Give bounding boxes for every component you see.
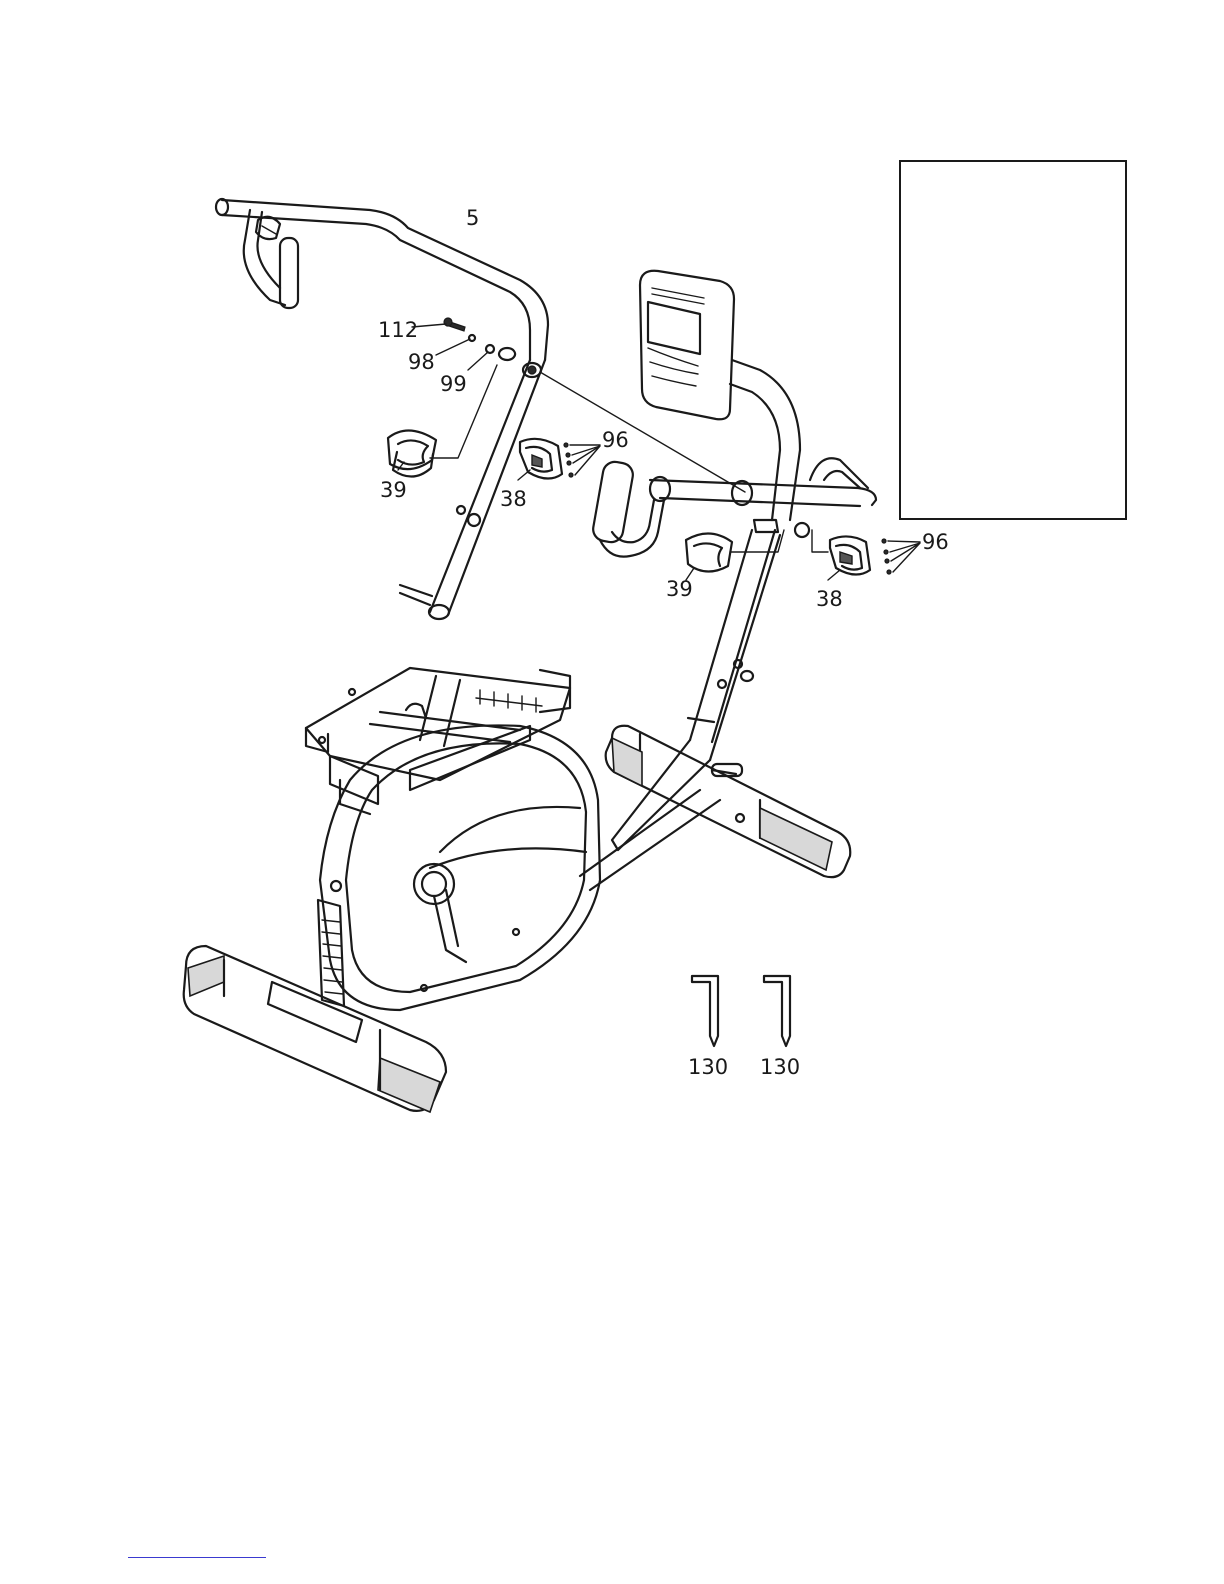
label-washer: 99 — [440, 372, 467, 396]
empty-note-box — [899, 160, 1127, 520]
label-handlebar: 5 — [466, 206, 479, 230]
label-right-cover: 39 — [666, 577, 693, 601]
label-left-bracket: 38 — [500, 487, 527, 511]
label-lock-washer: 98 — [408, 350, 435, 374]
left-bracket-part — [518, 439, 600, 480]
footer-rule — [128, 1557, 266, 1558]
label-bolt: 112 — [378, 318, 418, 342]
label-left-cover: 39 — [380, 478, 407, 502]
label-right-bracket: 38 — [816, 587, 843, 611]
label-allen-wrench-1: 130 — [688, 1055, 728, 1079]
label-left-screws: 96 — [602, 428, 629, 452]
label-allen-wrench-2: 130 — [760, 1055, 800, 1079]
allen-wrench-2 — [764, 976, 790, 1046]
bike-base — [184, 668, 851, 1112]
label-right-screws: 96 — [922, 530, 949, 554]
console-mast — [591, 271, 876, 760]
right-bracket-part — [812, 530, 920, 580]
handlebar-part — [216, 199, 548, 619]
allen-wrench-1 — [692, 976, 718, 1046]
